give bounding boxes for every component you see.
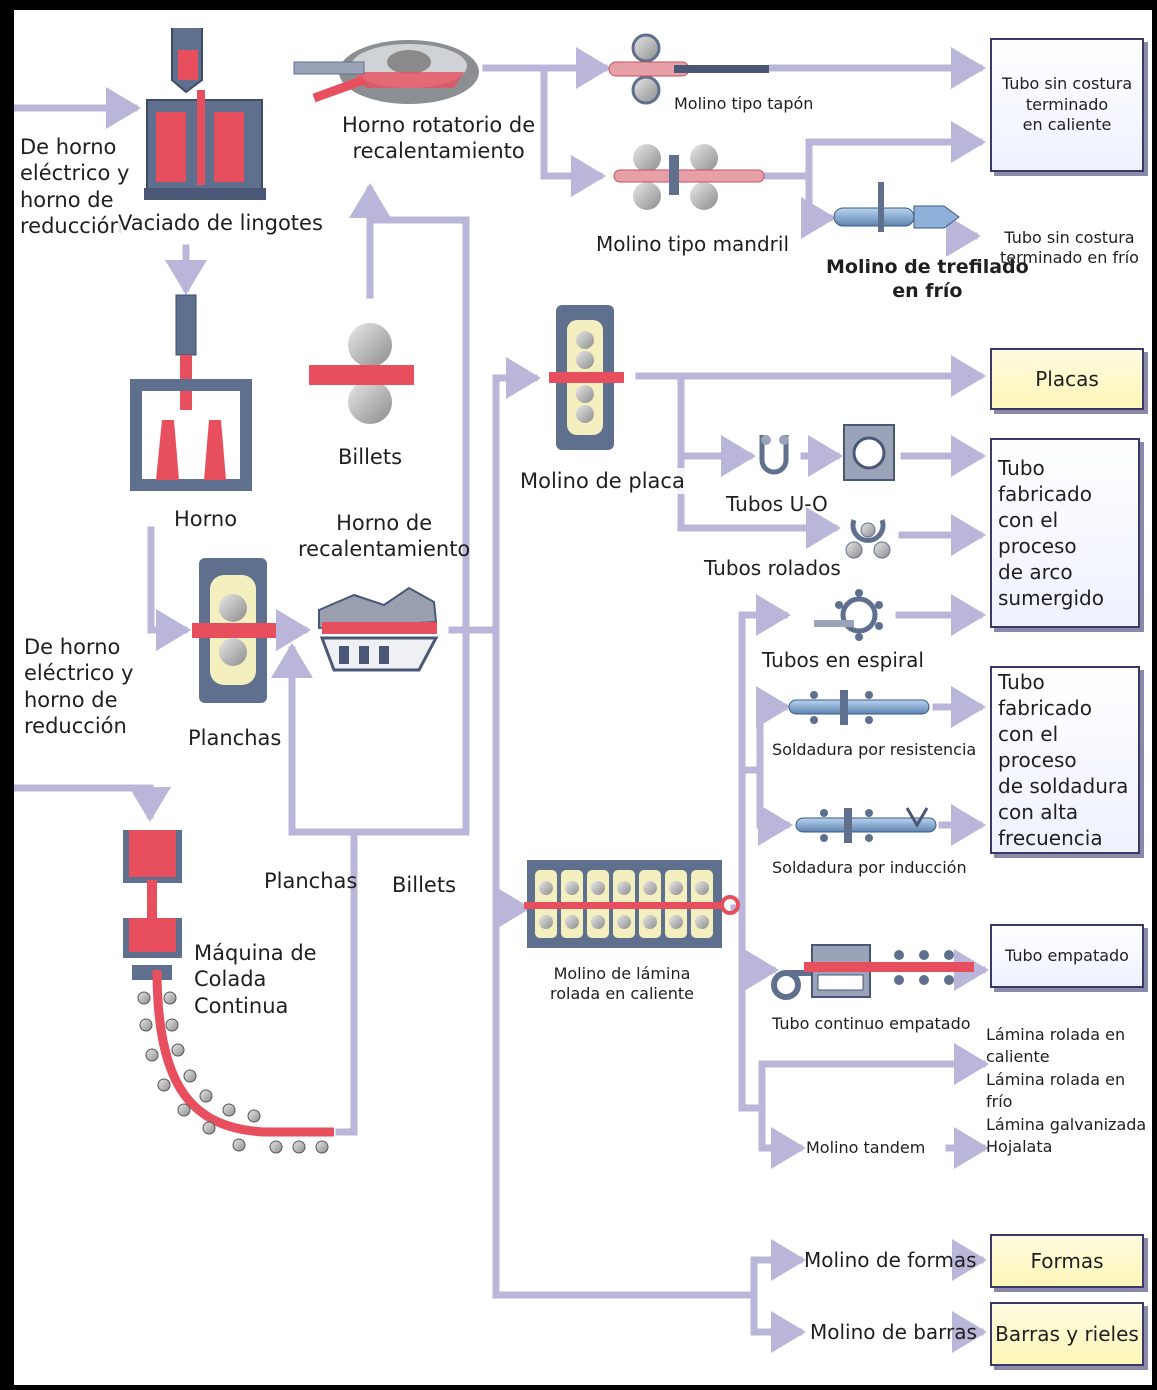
label-molino-tapon: Molino tipo tapón (674, 94, 814, 114)
input-label-top: De horno eléctrico y horno de reducción (20, 135, 130, 238)
product-laminas: Lámina rolada en caliente Lámina rolada … (986, 1025, 1147, 1156)
label-billets-top: Billets (338, 445, 403, 469)
plug-mill-icon (608, 33, 769, 105)
label-vaciado: Vaciado de lingotes (118, 210, 323, 237)
label-molino-placa: Molino de placa (520, 468, 685, 495)
label-tubos-uo: Tubos U-O (726, 492, 828, 516)
product-tubo-sin-costura-frio: Tubo sin costura terminado en frío (1000, 228, 1139, 267)
label-molino-trefilado: Molino de trefilado en frío (826, 256, 1029, 304)
billet-mill-icon (309, 323, 414, 424)
reheating-furnace-icon (318, 586, 439, 672)
label-soldadura-induccion: Soldadura por inducción (772, 858, 967, 877)
label-molino-barras: Molino de barras (810, 1320, 977, 1344)
label-colada: Máquina de Colada Continua (194, 941, 317, 1018)
label-molino-formas: Molino de formas (804, 1248, 977, 1272)
soaking-pit-icon (130, 294, 252, 491)
product-tubo-arco: Tubo fabricado con el proceso de arco su… (990, 438, 1140, 628)
label-tubo-continuo: Tubo continuo empatado (772, 1014, 971, 1033)
continuous-butt-weld-icon (771, 944, 974, 1000)
label-tubos-rolados: Tubos rolados (704, 556, 841, 580)
product-tubo-empatado: Tubo empatado (990, 924, 1144, 988)
label-soldadura-resistencia: Soldadura por resistencia (772, 740, 977, 759)
cold-drawing-mill-icon (833, 182, 960, 232)
label-molino-tandem: Molino tandem (806, 1138, 926, 1157)
rotary-furnace-icon (293, 40, 479, 104)
product-formas: Formas (990, 1234, 1144, 1288)
label-tubos-espiral: Tubos en espiral (762, 648, 924, 672)
resistance-welding-icon (788, 690, 930, 725)
input-label-bottom: De horno eléctrico y horno de reducción (24, 635, 134, 738)
ingot-casting-icon (144, 28, 266, 200)
label-planchas-top: Planchas (188, 726, 282, 750)
product-tubo-sin-costura-caliente: Tubo sin costura terminado en caliente (990, 38, 1144, 172)
flow-lines (14, 47, 989, 1353)
label-molino-lamina: Molino de lámina rolada en caliente (550, 964, 694, 1003)
hot-strip-mill-icon (524, 860, 740, 948)
uo-pipe-icon (759, 424, 895, 481)
induction-welding-icon (795, 807, 937, 843)
label-horno-recalentamiento: Horno de recalentamiento (298, 511, 471, 562)
label-billets-bottom: Billets (392, 873, 457, 897)
spiral-pipe-icon (814, 589, 883, 641)
label-molino-mandril: Molino tipo mandril (596, 232, 790, 257)
product-barras-rieles: Barras y rieles (990, 1302, 1144, 1366)
plate-mill-icon (549, 305, 624, 450)
product-placas: Placas (990, 348, 1144, 410)
slab-mill-icon (192, 558, 276, 703)
mandrel-mill-icon (613, 144, 765, 210)
product-tubo-soldadura: Tubo fabricado con el proceso de soldadu… (990, 666, 1140, 854)
rolled-pipe-icon (845, 519, 891, 559)
continuous-caster-icon (123, 830, 334, 1154)
label-planchas-bottom: Planchas (264, 869, 358, 893)
label-horno: Horno (174, 507, 238, 531)
diagram-canvas: De horno eléctrico y horno de reducción … (14, 10, 1152, 1385)
flow-diagram-graphics (14, 28, 989, 1353)
label-horno-rotatorio: Horno rotatorio de recalentamiento (342, 113, 536, 164)
